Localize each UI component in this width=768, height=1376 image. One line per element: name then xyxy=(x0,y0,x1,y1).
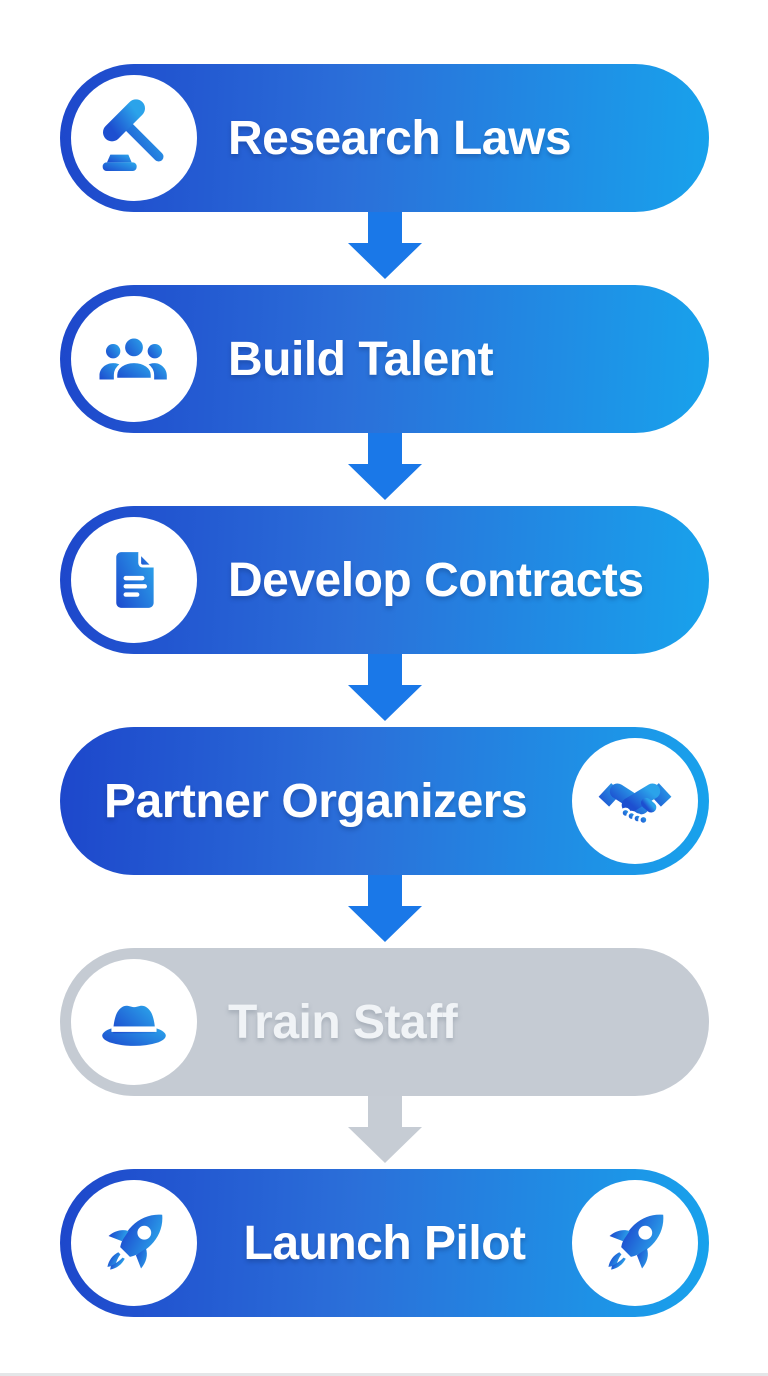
down-arrow-icon xyxy=(348,212,422,279)
arrow-stem xyxy=(368,654,402,686)
gavel-icon xyxy=(102,99,164,171)
page-bottom-edge xyxy=(0,1373,768,1376)
people-icon-circle xyxy=(71,296,197,422)
rocket-icon xyxy=(107,1214,163,1270)
document-icon xyxy=(116,551,155,608)
arrow-stem xyxy=(368,1096,402,1128)
down-arrow-icon xyxy=(348,875,422,942)
arrow-head xyxy=(348,464,422,500)
arrow-head xyxy=(348,906,422,942)
step-launch-pilot: Launch Pilot xyxy=(60,1169,709,1317)
arrow-stem xyxy=(368,875,402,907)
people-icon xyxy=(99,335,167,382)
step-label: Train Staff xyxy=(228,995,458,1049)
step-research-laws: Research Laws xyxy=(60,64,709,212)
document-icon-circle xyxy=(71,517,197,643)
step-label: Partner Organizers xyxy=(104,774,528,828)
step-label: Research Laws xyxy=(228,111,572,165)
arrow-head xyxy=(348,685,422,721)
arrow-head xyxy=(348,1127,422,1163)
handshake-icon xyxy=(598,783,672,826)
down-arrow-icon xyxy=(348,654,422,721)
handshake-icon-circle xyxy=(572,738,698,864)
gavel-icon-circle xyxy=(71,75,197,201)
rocket-icon-circle xyxy=(71,1180,197,1306)
arrow-head xyxy=(348,243,422,279)
fedora-hat-icon-circle xyxy=(71,959,197,1085)
step-label: Develop Contracts xyxy=(228,553,644,607)
arrow-stem xyxy=(368,433,402,465)
step-label: Build Talent xyxy=(228,332,494,386)
step-partner-organizers: Partner Organizers xyxy=(60,727,709,875)
step-label: Launch Pilot xyxy=(243,1216,527,1270)
arrow-stem xyxy=(368,212,402,244)
down-arrow-icon xyxy=(348,1096,422,1163)
rocket-icon xyxy=(608,1214,664,1270)
step-train-staff: Train Staff xyxy=(60,948,709,1096)
rocket-icon-circle xyxy=(572,1180,698,1306)
step-build-talent: Build Talent xyxy=(60,285,709,433)
down-arrow-icon xyxy=(348,433,422,500)
step-develop-contracts: Develop Contracts xyxy=(60,506,709,654)
fedora-hat-icon xyxy=(102,1005,166,1046)
